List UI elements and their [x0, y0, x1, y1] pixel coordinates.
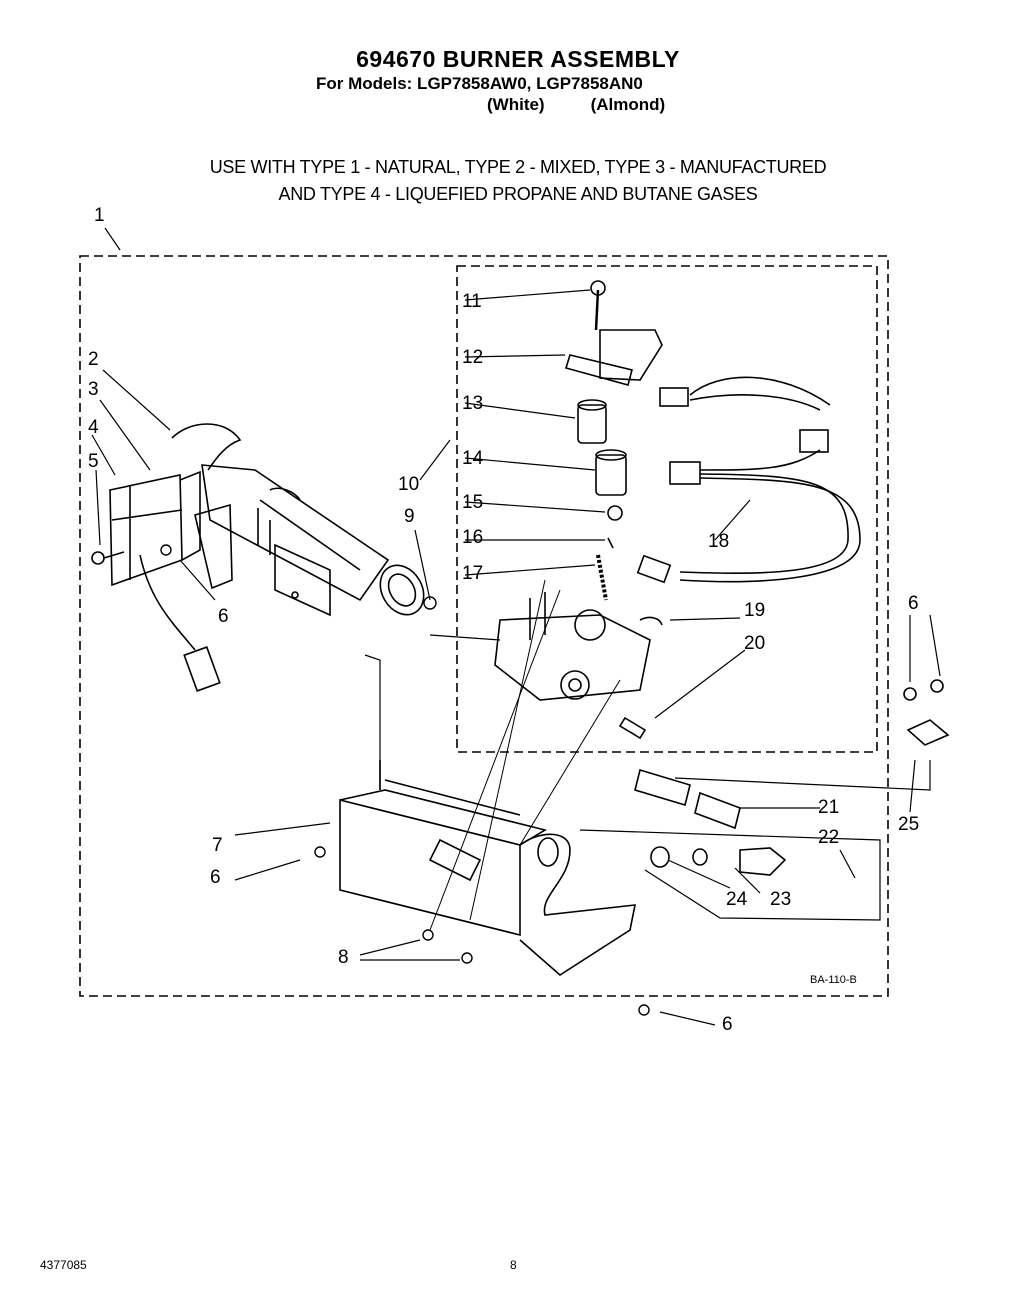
valve-boundary [456, 265, 878, 753]
nozzle-parts-drawing [634, 679, 950, 876]
callout-6-bottom: 6 [722, 1014, 733, 1035]
callout-3: 3 [88, 379, 99, 400]
callout-9: 9 [404, 506, 415, 527]
callout-17: 17 [462, 563, 484, 584]
doc-number: 4377085 [40, 1258, 87, 1272]
model-variants: (White) (Almond) [487, 95, 665, 115]
leader-lines [91, 227, 941, 1026]
variant-almond: (Almond) [590, 95, 666, 114]
callout-21: 21 [818, 797, 840, 818]
callout-5: 5 [88, 451, 99, 472]
callout-20: 20 [744, 633, 766, 654]
gas-valve-drawing [494, 280, 663, 740]
callout-6-base: 6 [210, 867, 221, 888]
callout-4: 4 [88, 417, 99, 438]
callout-25: 25 [898, 814, 920, 835]
igniter-bracket-drawing [91, 470, 233, 692]
fasteners [160, 544, 650, 1016]
page-number: 8 [510, 1258, 517, 1272]
callout-22: 22 [818, 827, 840, 848]
callout-7: 7 [212, 835, 223, 856]
callout-23: 23 [770, 889, 792, 910]
callout-1: 1 [94, 205, 105, 226]
callout-13: 13 [462, 393, 484, 414]
callout-16: 16 [462, 527, 484, 548]
usage-line-1: USE WITH TYPE 1 - NATURAL, TYPE 2 - MIXE… [209, 157, 827, 177]
callout-6-right: 6 [908, 593, 919, 614]
callout-12: 12 [462, 347, 484, 368]
sensor-plate-drawing [274, 543, 331, 617]
callout-19: 19 [744, 600, 766, 621]
diagram-code: BA-110-B [810, 974, 857, 986]
models-line: For Models: LGP7858AW0, LGP7858AN0 [316, 74, 643, 93]
callout-18: 18 [708, 531, 730, 552]
callout-15: 15 [462, 492, 484, 513]
variant-white: (White) [487, 95, 545, 114]
callout-11: 11 [462, 291, 482, 312]
burner-tube-drawing [171, 423, 425, 616]
wiring-harness-drawing [636, 376, 861, 584]
assembly-boundary [79, 255, 889, 997]
callout-24: 24 [726, 889, 748, 910]
usage-line-2: AND TYPE 4 - LIQUEFIED PROPANE AND BUTAN… [278, 184, 758, 204]
callout-2: 2 [88, 349, 99, 370]
page-title: 694670 BURNER ASSEMBLY [356, 46, 680, 72]
callout-6-left: 6 [218, 606, 229, 627]
callout-14: 14 [462, 448, 484, 469]
callout-8: 8 [338, 947, 349, 968]
callout-10: 10 [398, 474, 420, 495]
base-bracket-drawing [339, 760, 636, 976]
